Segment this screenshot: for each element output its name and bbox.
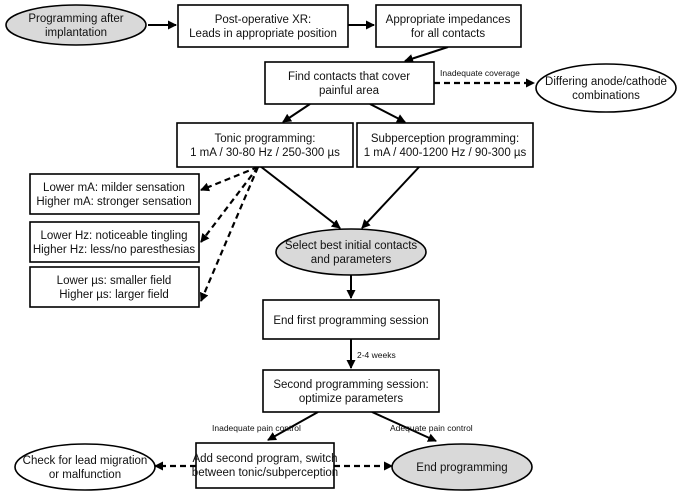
- edge-label-inadequate-coverage: Inadequate coverage: [440, 68, 520, 78]
- edge-tonic-to-select: [259, 165, 341, 229]
- node-text: Second programming session: optimize para…: [273, 379, 428, 405]
- node-text-line: optimize parameters: [299, 393, 403, 405]
- node-text-line: Subperception programming:: [371, 133, 519, 145]
- node-text-line: Find contacts that cover: [288, 71, 410, 83]
- process-box: [195, 442, 335, 489]
- node-text-line: Select best initial contacts: [285, 240, 418, 252]
- node-text-line: Higher µs: larger field: [59, 289, 169, 301]
- node-post-operative-xr: Post-operative XR: Leads in appropriate p…: [177, 4, 349, 48]
- process-box: [356, 122, 534, 168]
- edge-tonic-to-us-info: [199, 166, 260, 302]
- node-text: Tonic programming: 1 mA / 30-80 Hz / 250-…: [190, 133, 340, 159]
- node-text-line: Higher Hz: less/no paresthesias: [33, 244, 196, 256]
- edge-label-weeks: 2-4 weeks: [357, 350, 396, 360]
- node-text-line: End programming: [416, 462, 507, 474]
- info-box: [29, 221, 200, 263]
- node-text-line: Check for lead migration: [23, 455, 148, 467]
- edges: [148, 20, 535, 471]
- node-text-line: implantation: [45, 27, 107, 39]
- process-box: [262, 369, 440, 413]
- node-text-line: Lower µs: smaller field: [57, 275, 172, 287]
- decision-terminal-shape: [275, 228, 427, 276]
- node-text-line: Lower Hz: noticeable tingling: [40, 230, 187, 242]
- edge-tonic-to-ma-info: [200, 165, 259, 192]
- outcome-terminal-shape: [535, 63, 677, 113]
- node-text-line: or malfunction: [49, 469, 121, 481]
- info-box: [29, 266, 200, 308]
- edge-subperception-to-select: [361, 165, 421, 229]
- node-end-first-session: End first programming session: [262, 299, 440, 340]
- end-terminal-shape: [391, 443, 533, 491]
- edge-find-contacts-to-subperception: [369, 103, 406, 123]
- node-text-line: Appropriate impedances: [386, 14, 511, 26]
- node-check-lead-migration: Check for lead migration or malfunction: [14, 443, 156, 491]
- edge-label-inadequate-pain-control: Inadequate pain control: [212, 423, 301, 433]
- node-text-line: between tonic/subperception: [192, 467, 338, 479]
- edge-find-contacts-to-tonic: [282, 103, 311, 123]
- node-text: Check for lead migration or malfunction: [23, 455, 148, 481]
- node-text-line: Second programming session:: [273, 379, 428, 391]
- node-text: Select best initial contacts and paramete…: [285, 240, 418, 266]
- process-box: [262, 299, 440, 340]
- node-text: Post-operative XR: Leads in appropriate p…: [189, 14, 337, 40]
- edge-second-to-end: [371, 411, 437, 442]
- edge-second-to-add-program: [267, 411, 319, 441]
- node-text-line: Programming after: [28, 13, 123, 25]
- node-add-second-program: Add second program, switch between tonic/…: [192, 442, 338, 489]
- info-box: [29, 173, 200, 215]
- node-select-best-initial: Select best initial contacts and paramete…: [275, 228, 427, 276]
- outcome-terminal-shape: [14, 443, 156, 491]
- process-box: [264, 61, 435, 105]
- node-find-contacts: Find contacts that cover painful area: [264, 61, 435, 105]
- node-text-line: 1 mA / 400-1200 Hz / 90-300 µs: [364, 147, 527, 159]
- node-text: Find contacts that cover painful area: [288, 71, 410, 97]
- node-end-programming: End programming: [391, 443, 533, 491]
- edge-labels: Inadequate coverage 2-4 weeks Inadequate…: [212, 68, 520, 433]
- node-text-line: Post-operative XR:: [215, 14, 312, 26]
- node-text-line: End first programming session: [273, 315, 428, 327]
- node-second-session: Second programming session: optimize para…: [262, 369, 440, 413]
- node-text-line: Higher mA: stronger sensation: [36, 196, 191, 208]
- node-text: End first programming session: [273, 315, 428, 327]
- start-terminal-shape: [5, 4, 147, 46]
- node-text-line: combinations: [572, 90, 640, 102]
- node-text-line: and parameters: [311, 254, 392, 266]
- process-box: [375, 4, 522, 48]
- node-text: Add second program, switch between tonic/…: [192, 453, 338, 479]
- node-text: Subperception programming: 1 mA / 400-120…: [364, 133, 527, 159]
- node-programming-after-implantation: Programming after implantation: [5, 4, 147, 46]
- edge-impedances-to-find-contacts: [404, 46, 449, 63]
- node-text-line: Add second program, switch: [192, 453, 337, 465]
- process-box: [177, 4, 349, 48]
- process-box: [176, 122, 354, 168]
- node-text-line: Leads in appropriate position: [189, 28, 337, 40]
- node-text: End programming: [416, 462, 507, 474]
- node-text-line: 1 mA / 30-80 Hz / 250-300 µs: [190, 147, 340, 159]
- node-appropriate-impedances: Appropriate impedances for all contacts: [375, 4, 522, 48]
- node-subperception-programming: Subperception programming: 1 mA / 400-120…: [356, 122, 534, 168]
- node-text: Differing anode/cathode combinations: [545, 76, 667, 102]
- node-text: Appropriate impedances for all contacts: [386, 14, 511, 40]
- node-text: Programming after implantation: [28, 13, 123, 39]
- edge-tonic-to-hz-info: [200, 166, 259, 243]
- node-tonic-programming: Tonic programming: 1 mA / 30-80 Hz / 250-…: [176, 122, 354, 168]
- node-differing-anode-cathode: Differing anode/cathode combinations: [535, 63, 677, 113]
- node-text-line: Lower mA: milder sensation: [43, 182, 185, 194]
- node-text-line: Differing anode/cathode: [545, 76, 667, 88]
- node-text-line: painful area: [319, 85, 380, 97]
- node-text-line: Tonic programming:: [215, 133, 316, 145]
- node-text-line: for all contacts: [411, 28, 485, 40]
- edge-label-adequate-pain-control: Adequate pain control: [390, 423, 473, 433]
